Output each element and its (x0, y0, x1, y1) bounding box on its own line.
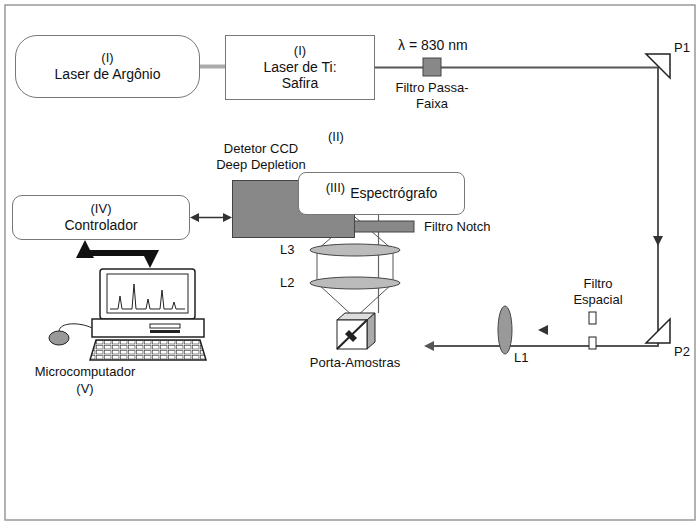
controller-box: (IV)Controlador (12, 195, 190, 240)
node-title: (I) (101, 50, 113, 66)
node-text: Controlador (64, 217, 137, 234)
beam-arrow (653, 236, 663, 246)
outer-frame (5, 5, 695, 520)
node-title: (I) (294, 43, 306, 59)
laser-coupling (200, 65, 225, 69)
spatial-filter (589, 312, 596, 324)
lens-l3 (310, 244, 400, 256)
lens-label: L1 (514, 350, 528, 366)
computer-illustration (49, 269, 206, 360)
node-title: (IV) (91, 201, 112, 217)
node-title: (III) (326, 180, 346, 196)
lens-l1 (498, 306, 512, 354)
bandpass-filter (423, 58, 441, 76)
lens-l2 (310, 277, 400, 289)
node-text: Laser de Ti: Safira (255, 59, 345, 93)
lens-label: L3 (280, 242, 294, 258)
prism-p1 (646, 54, 670, 78)
prism-p2 (646, 319, 670, 343)
filter-label: Filtro Notch (424, 219, 490, 235)
filter-label: Filtro Passa-Faixa (392, 80, 472, 111)
prism-label: P1 (674, 40, 690, 56)
filter-label: Filtro Espacial (568, 276, 628, 307)
node-text: Espectrógrafo (350, 185, 437, 202)
node-title: Porta-Amostras (300, 355, 410, 371)
sample-holder (337, 313, 375, 349)
edge-label: λ = 830 nm (396, 37, 470, 54)
laser-box: (I)Laser de Ti: Safira (225, 35, 375, 100)
laser-box: (I)Laser de Argônio (15, 35, 200, 98)
spatial-filter (589, 337, 596, 349)
data-link-thick (85, 250, 150, 258)
prism-label: P2 (674, 344, 690, 360)
node-text: Laser de Argônio (55, 66, 161, 83)
sample-holder-node: Porta-Amostras (335, 313, 422, 379)
beam-arrow (538, 325, 548, 335)
node-title: Microcomputador (25, 364, 145, 380)
spectrograph-box: (III)Espectrógrafo (298, 172, 465, 215)
computer-node: Microcomputador(V) (45, 268, 205, 405)
lens-label: L2 (280, 275, 294, 291)
node-text: (II) (328, 129, 344, 145)
node-title: Detetor CCD Deep Depletion (211, 141, 311, 172)
data-link (195, 217, 227, 219)
node-text: (V) (73, 381, 97, 397)
